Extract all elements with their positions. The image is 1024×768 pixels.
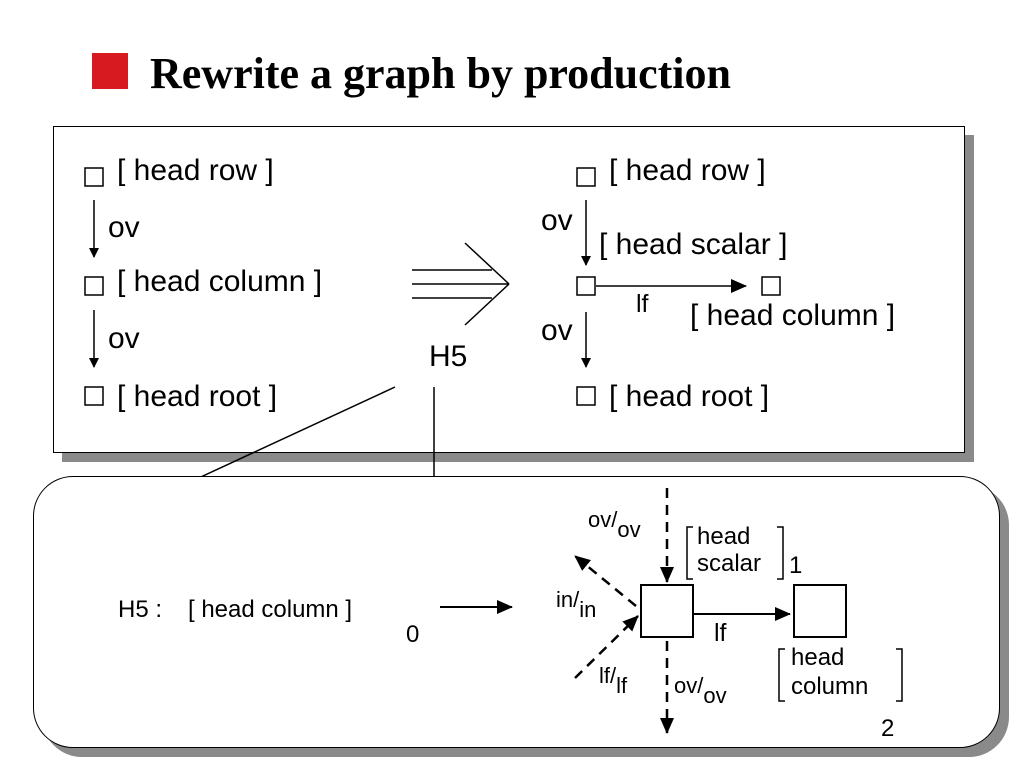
right-node-scalar-box	[576, 276, 596, 296]
right-node-root-label: [ head root ]	[609, 380, 770, 413]
left-node-column-box	[84, 276, 104, 296]
rule-column-head: head	[791, 644, 845, 671]
right-node-scalar-label: [ head scalar ]	[599, 228, 788, 261]
rule-lf-incoming-label: lf/lf	[599, 663, 628, 698]
left-node-row-label: [ head row ]	[117, 154, 274, 187]
right-node-row-label: [ head row ]	[609, 154, 766, 187]
left-node-root-label: [ head root ]	[117, 380, 278, 413]
rule-lhs-name: H5 :	[118, 596, 163, 623]
rewrite-example-panel	[53, 126, 965, 453]
production-double-arrow	[412, 242, 510, 326]
slide-title: Rewrite a graph by production	[150, 49, 731, 98]
rule-lf-incoming	[574, 615, 639, 679]
left-edge-ov-1-label: ov	[108, 211, 140, 244]
left-edge-ov-2-label: ov	[108, 322, 140, 355]
production-rule-panel	[33, 476, 1000, 748]
title-bullet-square	[92, 53, 128, 89]
rule-in-label: in/in	[556, 587, 597, 622]
left-node-column-label: [ head column ]	[117, 265, 323, 298]
rule-in-outgoing	[574, 555, 637, 607]
rule-scalar-index: 1	[789, 552, 803, 579]
right-node-new-column-box	[761, 276, 781, 296]
right-edge-ov-2-label: ov	[541, 314, 573, 347]
rule-lhs-node-label: [ head column ]	[188, 596, 353, 623]
rule-edge-lf-label: lf	[714, 619, 727, 647]
rule-column-index: 2	[881, 715, 895, 742]
right-edge-lf-label: lf	[636, 290, 649, 318]
rule-column-name: column	[791, 673, 869, 700]
left-node-row-box	[84, 167, 104, 187]
rule-node-column-box	[793, 584, 847, 638]
right-edge-ov-1-label: ov	[541, 204, 573, 237]
left-node-root-box	[84, 386, 104, 406]
rule-node-scalar-box	[640, 584, 694, 638]
rule-ov-incoming-label: ov/ov	[588, 507, 641, 542]
right-node-root-box	[576, 386, 596, 406]
rule-ov-outgoing-label: ov/ov	[674, 673, 727, 708]
rule-scalar-name: scalar	[697, 550, 762, 577]
right-node-new-column-label: [ head column ]	[690, 299, 896, 332]
production-name-label: H5	[429, 340, 468, 373]
rule-scalar-head: head	[697, 523, 751, 550]
rule-lhs-index: 0	[406, 621, 420, 648]
right-node-row-box	[576, 167, 596, 187]
